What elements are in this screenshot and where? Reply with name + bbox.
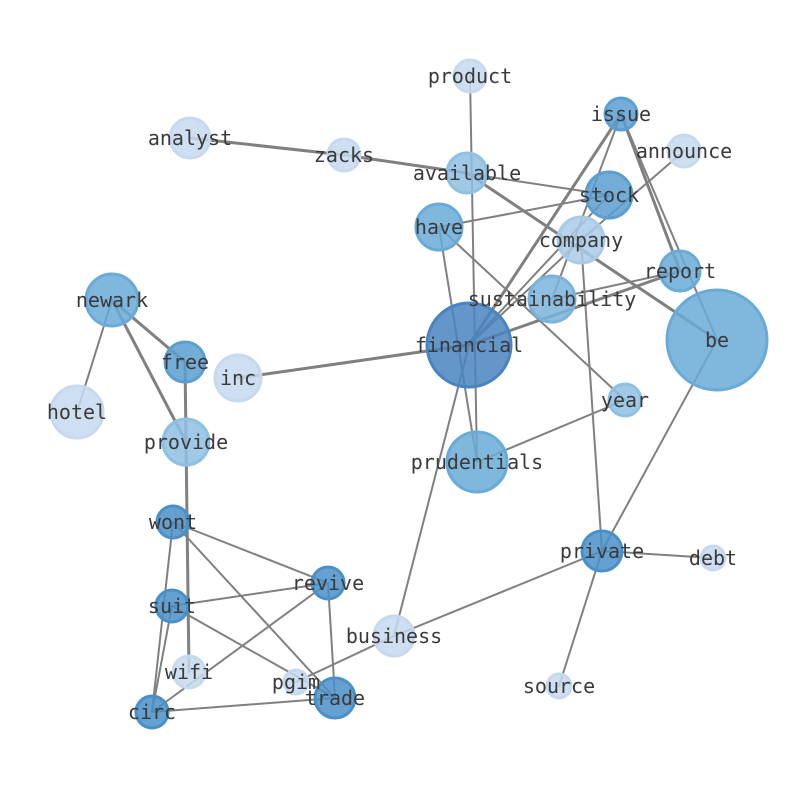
node-label-available: available [413,161,521,185]
node-label-prudentials: prudentials [411,450,543,474]
node-label-zacks: zacks [314,143,374,167]
edge-have-stock [438,194,610,228]
node-label-financial: financial [415,333,523,357]
node-label-hotel: hotel [47,400,107,424]
node-label-trade: trade [305,686,365,710]
node-private [580,529,624,573]
node-be [665,288,769,392]
node-suit [154,588,190,624]
node-available [445,151,489,195]
node-label-circ: circ [128,700,176,724]
edge-have-year [438,226,626,401]
node-issue [603,96,639,132]
node-label-wont: wont [149,510,197,534]
node-wont [155,504,191,540]
node-label-analyst: analyst [148,126,232,150]
edge-issue-report [619,112,682,273]
node-label-private: private [560,539,644,563]
node-financial [425,301,513,389]
node-revive [310,565,346,601]
node-company [556,215,606,265]
node-label-sustainability: sustainability [468,287,637,311]
node-label-debt: debt [689,546,737,570]
node-circ [134,694,170,730]
edge-wont-revive [172,521,329,584]
edge-private-business [393,550,603,637]
node-inc [213,353,263,403]
node-wifi [171,654,207,690]
node-label-year: year [601,388,649,412]
node-free [163,340,207,384]
edge-circ-trade [151,697,336,713]
node-label-provide: provide [144,430,228,454]
node-zacks [326,137,362,173]
node-source [545,672,573,700]
node-announce [666,133,702,169]
node-analyst [168,116,212,160]
node-debt [699,544,727,572]
edge-suit-revive [171,582,329,607]
edge-financial-business [393,344,470,637]
node-business [372,614,416,658]
label-layer: product issue analyst zacks announce availabl… [47,64,737,724]
node-label-be: be [705,328,729,352]
node-label-business: business [346,624,442,648]
node-pgim [282,668,310,696]
node-label-free: free [161,350,209,374]
node-product [452,58,488,94]
edge-wont-trade [172,521,336,699]
node-label-revive: revive [292,571,364,595]
edge-analyst-zacks [188,136,346,157]
node-label-inc: inc [220,366,256,390]
node-hotel [49,384,105,440]
node-label-announce: announce [636,139,732,163]
node-have [414,202,464,252]
node-label-newark: newark [76,288,148,312]
node-sustainability [527,274,577,324]
node-label-suit: suit [148,594,196,618]
node-stock [584,170,634,220]
node-label-company: company [539,228,623,252]
node-newark [84,272,140,328]
node-label-report: report [644,259,716,283]
edge-revive-circ [151,582,329,713]
node-report [658,249,702,293]
edge-product-prudentials [469,75,478,463]
node-provide [161,417,211,467]
node-label-wifi: wifi [165,660,213,684]
node-label-issue: issue [591,102,651,126]
edge-suit-circ [151,605,173,713]
edge-issue-sustainability [551,113,622,300]
edge-issue-financial [467,112,623,347]
node-label-pgim: pgim [272,670,320,694]
node-layer [49,58,769,730]
node-trade [313,676,357,720]
node-label-have: have [415,215,463,239]
edge-private-source [558,550,603,687]
node-label-product: product [428,64,512,88]
node-year [607,382,643,418]
node-label-stock: stock [579,183,639,207]
node-prudentials [445,430,509,494]
node-label-source: source [523,674,595,698]
